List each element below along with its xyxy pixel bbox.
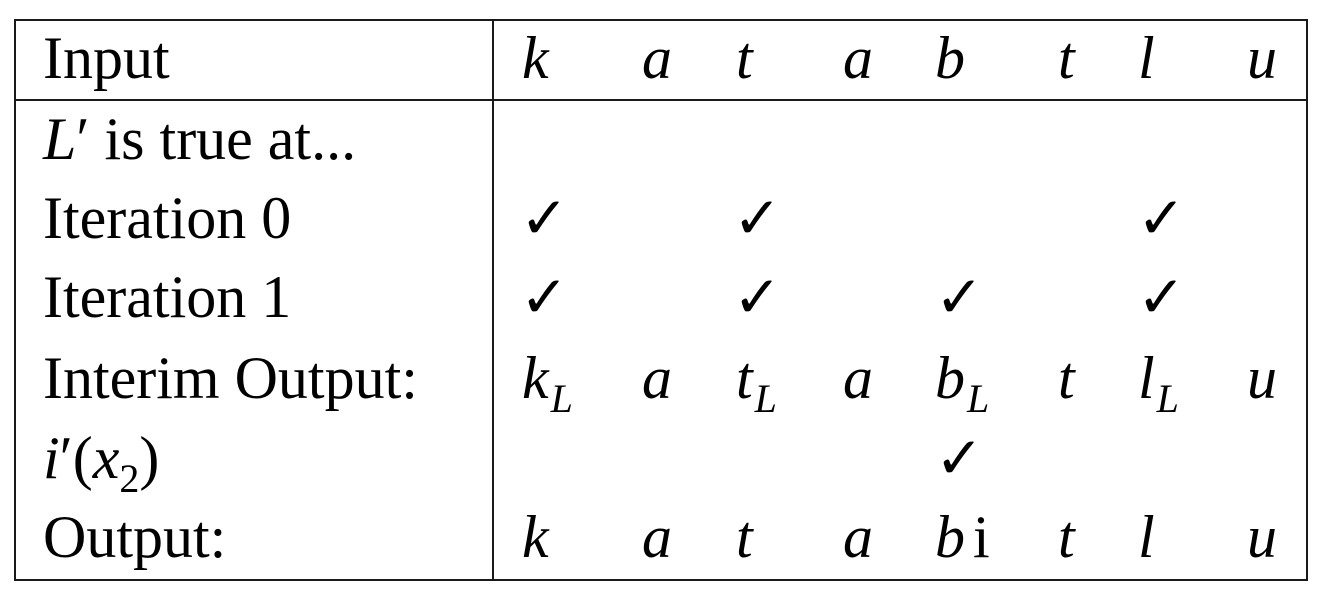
input-letter-2: a [642, 25, 672, 91]
input-letter-8: u [1247, 25, 1277, 91]
interim-letter-4: a [843, 345, 873, 411]
i-prime-label: i′(x2) [43, 425, 160, 501]
l-true-row: L′ is true at... [0, 99, 1339, 179]
check-icon: ✓ [520, 184, 569, 252]
output-letter-8: u [1247, 504, 1277, 570]
column-divider [492, 19, 494, 581]
header-divider [14, 99, 1308, 101]
interim-output-label: Interim Output: [43, 345, 418, 411]
input-label: Input [43, 25, 170, 91]
check-icon: ✓ [733, 263, 782, 331]
iteration-1-label: Iteration 1 [43, 264, 292, 330]
iteration-1-row: Iteration 1 ✓ ✓ ✓ ✓ [0, 257, 1339, 337]
interim-letter-8: u [1247, 345, 1277, 411]
i-prime-row: i′(x2) ✓ [0, 418, 1339, 501]
check-icon: ✓ [935, 424, 984, 492]
l-symbol: L [43, 106, 77, 172]
header-row: Input k a t a b t l u [0, 18, 1339, 98]
check-icon: ✓ [733, 184, 782, 252]
interim-letter-7: lL [1138, 345, 1179, 421]
output-letter-6: t [1058, 504, 1075, 570]
l-prime: ′ [76, 106, 90, 172]
interim-letter-3: tL [736, 345, 777, 421]
input-letter-6: t [1058, 25, 1075, 91]
check-icon: ✓ [520, 263, 569, 331]
input-letter-4: a [843, 25, 873, 91]
input-letter-7: l [1138, 25, 1155, 91]
check-icon: ✓ [935, 263, 984, 331]
output-letter-1: k [522, 504, 549, 570]
input-letter-5: b [935, 25, 965, 91]
input-letter-3: t [736, 25, 753, 91]
interim-output-row: Interim Output: kL a tL a bL t lL u [0, 338, 1339, 421]
output-label: Output: [43, 504, 227, 570]
interim-letter-2: a [642, 345, 672, 411]
interim-letter-5: bL [935, 345, 990, 421]
check-icon: ✓ [1137, 184, 1186, 252]
output-letter-3: t [736, 504, 753, 570]
output-letter-2: a [642, 504, 672, 570]
output-letter-7: l [1138, 504, 1155, 570]
interim-letter-6: t [1058, 345, 1075, 411]
iteration-0-label: Iteration 0 [43, 185, 292, 251]
l-true-label: L′ is true at... [43, 99, 356, 179]
l-true-text: is true at... [89, 106, 357, 172]
interim-letter-1: kL [522, 345, 573, 421]
check-icon: ✓ [1137, 263, 1186, 331]
iteration-0-row: Iteration 0 ✓ ✓ ✓ [0, 178, 1339, 258]
table-frame [14, 19, 1308, 581]
input-letter-1: k [522, 25, 549, 91]
output-letter-4: a [843, 504, 873, 570]
